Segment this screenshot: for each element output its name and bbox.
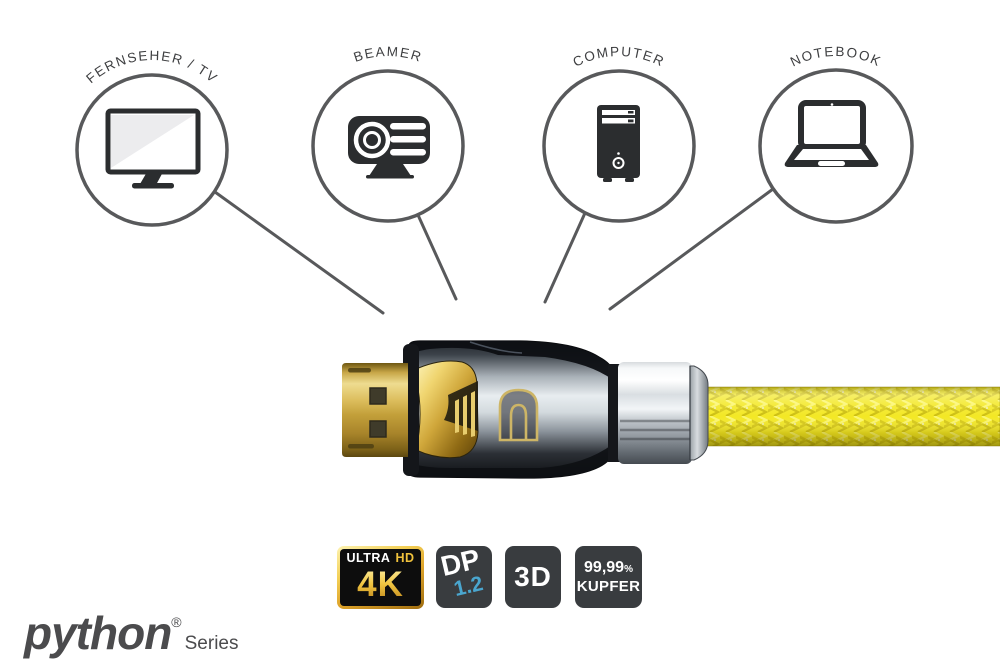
badge-dp-1-2: DP 1.2 bbox=[436, 546, 492, 608]
device-label-beamer: BEAMER bbox=[352, 44, 425, 65]
connector-lines bbox=[213, 187, 775, 315]
desktop-tower-icon bbox=[597, 105, 640, 182]
dp-version-label: 1.2 bbox=[451, 572, 486, 602]
chrome-collar bbox=[608, 362, 709, 464]
connector-line-beamer bbox=[416, 213, 458, 301]
device-label-notebook: NOTEBOOK bbox=[788, 44, 884, 70]
badge-ultra-hd-4k: ULTRA HD 4K bbox=[337, 546, 424, 609]
connector-housing bbox=[408, 340, 614, 479]
copper-percentage: 99,99% bbox=[584, 559, 633, 576]
connector-line-tv bbox=[213, 190, 385, 315]
projector-icon bbox=[348, 116, 430, 179]
laptop-icon bbox=[784, 100, 879, 167]
dp-plug bbox=[342, 363, 408, 457]
ultra-hd-label: ULTRA HD bbox=[346, 551, 415, 565]
connector-line-notebook bbox=[608, 187, 775, 311]
brand-name: python bbox=[24, 607, 172, 659]
device-circles bbox=[75, 68, 914, 227]
3d-label: 3D bbox=[514, 561, 552, 592]
displayport-d-logo bbox=[498, 388, 539, 442]
displayport-connector bbox=[342, 340, 1000, 479]
connector-line-computer bbox=[543, 211, 587, 304]
4k-label: 4K bbox=[357, 565, 404, 604]
copper-label: KUPFER bbox=[576, 578, 641, 595]
yellow-cable bbox=[697, 386, 1000, 447]
registered-trademark-icon: ® bbox=[171, 614, 182, 630]
brand-series-label: Series bbox=[184, 633, 239, 654]
badge-copper: 99,99% KUPFER bbox=[575, 546, 642, 608]
device-label-computer: COMPUTER bbox=[571, 44, 668, 70]
badge-3d: 3D bbox=[505, 546, 561, 608]
brand-logo: python®Series bbox=[24, 606, 238, 660]
tv-icon bbox=[105, 108, 201, 189]
